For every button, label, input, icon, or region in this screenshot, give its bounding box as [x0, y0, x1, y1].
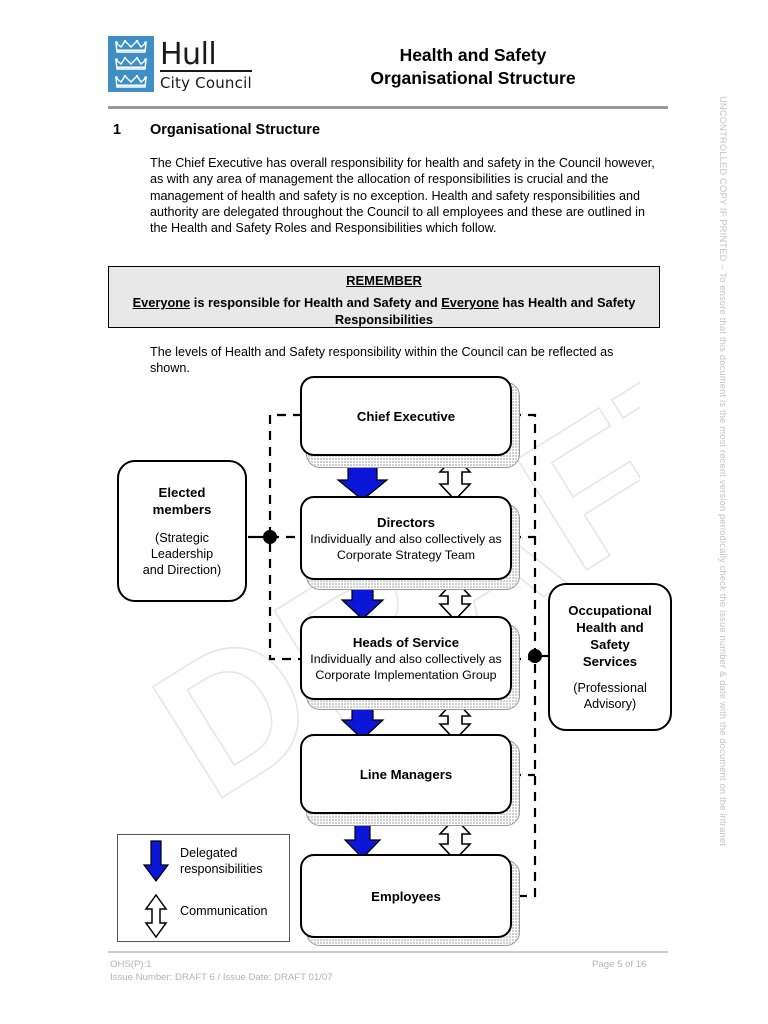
node-heading: Chief Executive [356, 408, 456, 424]
intro-paragraph: The Chief Executive has overall responsi… [150, 156, 655, 236]
node-heading-line2: Health and [576, 620, 644, 635]
remember-everyone-2: Everyone [441, 295, 499, 310]
header-divider [108, 106, 668, 109]
remember-everyone-1: Everyone [132, 295, 191, 310]
node-heading-line3: Safety [590, 637, 630, 652]
footer-issue-line: Issue Number: DRAFT 6 / Issue Date: DRAF… [110, 972, 333, 983]
node-heading: Directors [377, 514, 435, 530]
node-heading: Line Managers [359, 766, 453, 782]
node-directors[interactable]: Directors Individually and also collecti… [300, 496, 512, 580]
remember-body: Everyone is responsible for Health and S… [109, 290, 659, 328]
hull-city-council-logo: Hull City Council [108, 36, 260, 96]
uncontrolled-copy-notice: UNCONTROLLED COPY IF PRINTED – To ensure… [718, 96, 728, 846]
left-connector-dot [263, 530, 277, 544]
node-employees[interactable]: Employees [300, 854, 512, 938]
page-title-line1: Health and Safety [399, 45, 547, 65]
footer-divider [108, 951, 668, 953]
footer-page-number: Page 5 of 16 [592, 959, 647, 970]
logo-hull-text: Hull [160, 39, 252, 72]
node-paren-line2: Leadership [150, 547, 214, 561]
logo-wordmark: Hull City Council [160, 36, 252, 96]
legend-delegated-line2: responsibilities [180, 862, 263, 876]
legend-delegated-line1: Delegated [180, 846, 238, 860]
node-heading-line1: Occupational [568, 603, 652, 618]
logo-city-council-text: City Council [160, 73, 252, 92]
node-heading-line2: members [152, 502, 212, 517]
node-heads-of-service[interactable]: Heads of Service Individually and also c… [300, 616, 512, 700]
page-header: Hull City Council Health and Safety Orga… [108, 36, 668, 106]
levels-paragraph: The levels of Health and Safety responsi… [150, 345, 614, 376]
legend-delegated-label: Delegated responsibilities [180, 845, 263, 877]
remember-text-1: is responsible for Health and Safety and [190, 295, 442, 310]
crown-icon [115, 40, 147, 53]
node-paren-line3: and Direction) [142, 563, 222, 577]
node-paren-line1: (Strategic [155, 531, 209, 545]
communication-arrow-icon [144, 893, 168, 939]
node-line-managers[interactable]: Line Managers [300, 734, 512, 814]
node-heading: Heads of Service [352, 634, 460, 650]
crown-icon [115, 57, 147, 71]
legend-icons [142, 840, 170, 939]
crown-icon [115, 74, 147, 88]
node-heading-line4: Services [582, 654, 638, 669]
remember-title: REMEMBER [346, 273, 422, 288]
remember-text-2: has Health and Safety Responsibilities [334, 295, 636, 327]
footer-doc-ref: OHS(P):1 [110, 959, 152, 970]
page-title: Health and Safety Organisational Structu… [278, 44, 668, 90]
crest-icon [108, 36, 154, 92]
node-subtext: Individually and also collectively as Co… [310, 531, 502, 562]
node-elected-members[interactable]: Elected members (Strategic Leadership an… [117, 460, 247, 602]
node-occupational-health-safety-services[interactable]: Occupational Health and Safety Services … [548, 583, 672, 731]
node-subtext: Individually and also collectively as Co… [310, 651, 502, 682]
section-title: Organisational Structure [150, 122, 321, 138]
legend-communication-label: Communication [180, 904, 268, 918]
node-paren-line1: (Professional [573, 681, 647, 695]
remember-callout: REMEMBER Everyone is responsible for Hea… [108, 266, 660, 328]
delegated-arrow-icon [142, 840, 170, 882]
node-paren-line2: Advisory) [583, 697, 637, 711]
diagram-legend: Delegated responsibilities Communication [117, 834, 290, 942]
section-number: 1 [113, 122, 122, 138]
communication-arrows [438, 454, 472, 862]
page-title-line2: Organisational Structure [370, 68, 576, 88]
node-chief-executive[interactable]: Chief Executive [300, 376, 512, 456]
node-heading: Employees [371, 888, 441, 904]
node-heading-line1: Elected [158, 485, 206, 500]
